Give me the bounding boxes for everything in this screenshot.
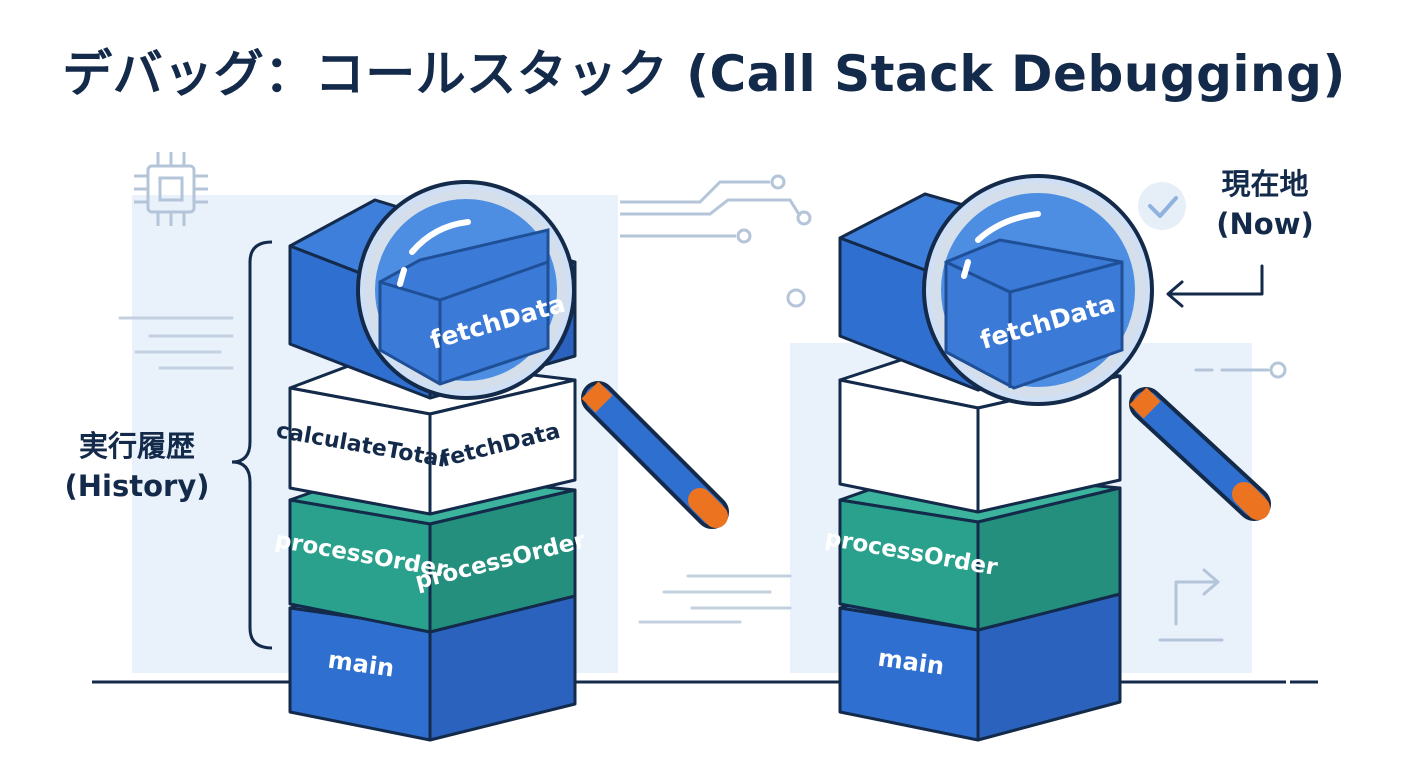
page-title: デバッグ：コールスタック (Call Stack Debugging) [62, 45, 1346, 103]
circuit-lines-icon [620, 174, 812, 308]
history-brace [231, 240, 273, 650]
now-label-ja: 現在地 [1221, 167, 1309, 201]
turn-arrow-icon [1158, 568, 1224, 642]
history-label-en: (History) [64, 469, 210, 503]
check-icon [1138, 182, 1186, 230]
decor-lines-right [1194, 361, 1287, 379]
magnifier-icon-right [922, 174, 1271, 521]
magnifier-icon-left [356, 180, 729, 529]
history-label: 実行履歴 (History) [52, 426, 222, 506]
decor-lines-left [118, 316, 234, 370]
now-label: 現在地 (Now) [1190, 164, 1340, 244]
chip-icon [134, 152, 208, 226]
decor-lines-middle [638, 574, 792, 624]
now-label-en: (Now) [1216, 207, 1314, 241]
now-arrow-icon [1166, 264, 1264, 308]
history-label-ja: 実行履歴 [78, 429, 195, 463]
